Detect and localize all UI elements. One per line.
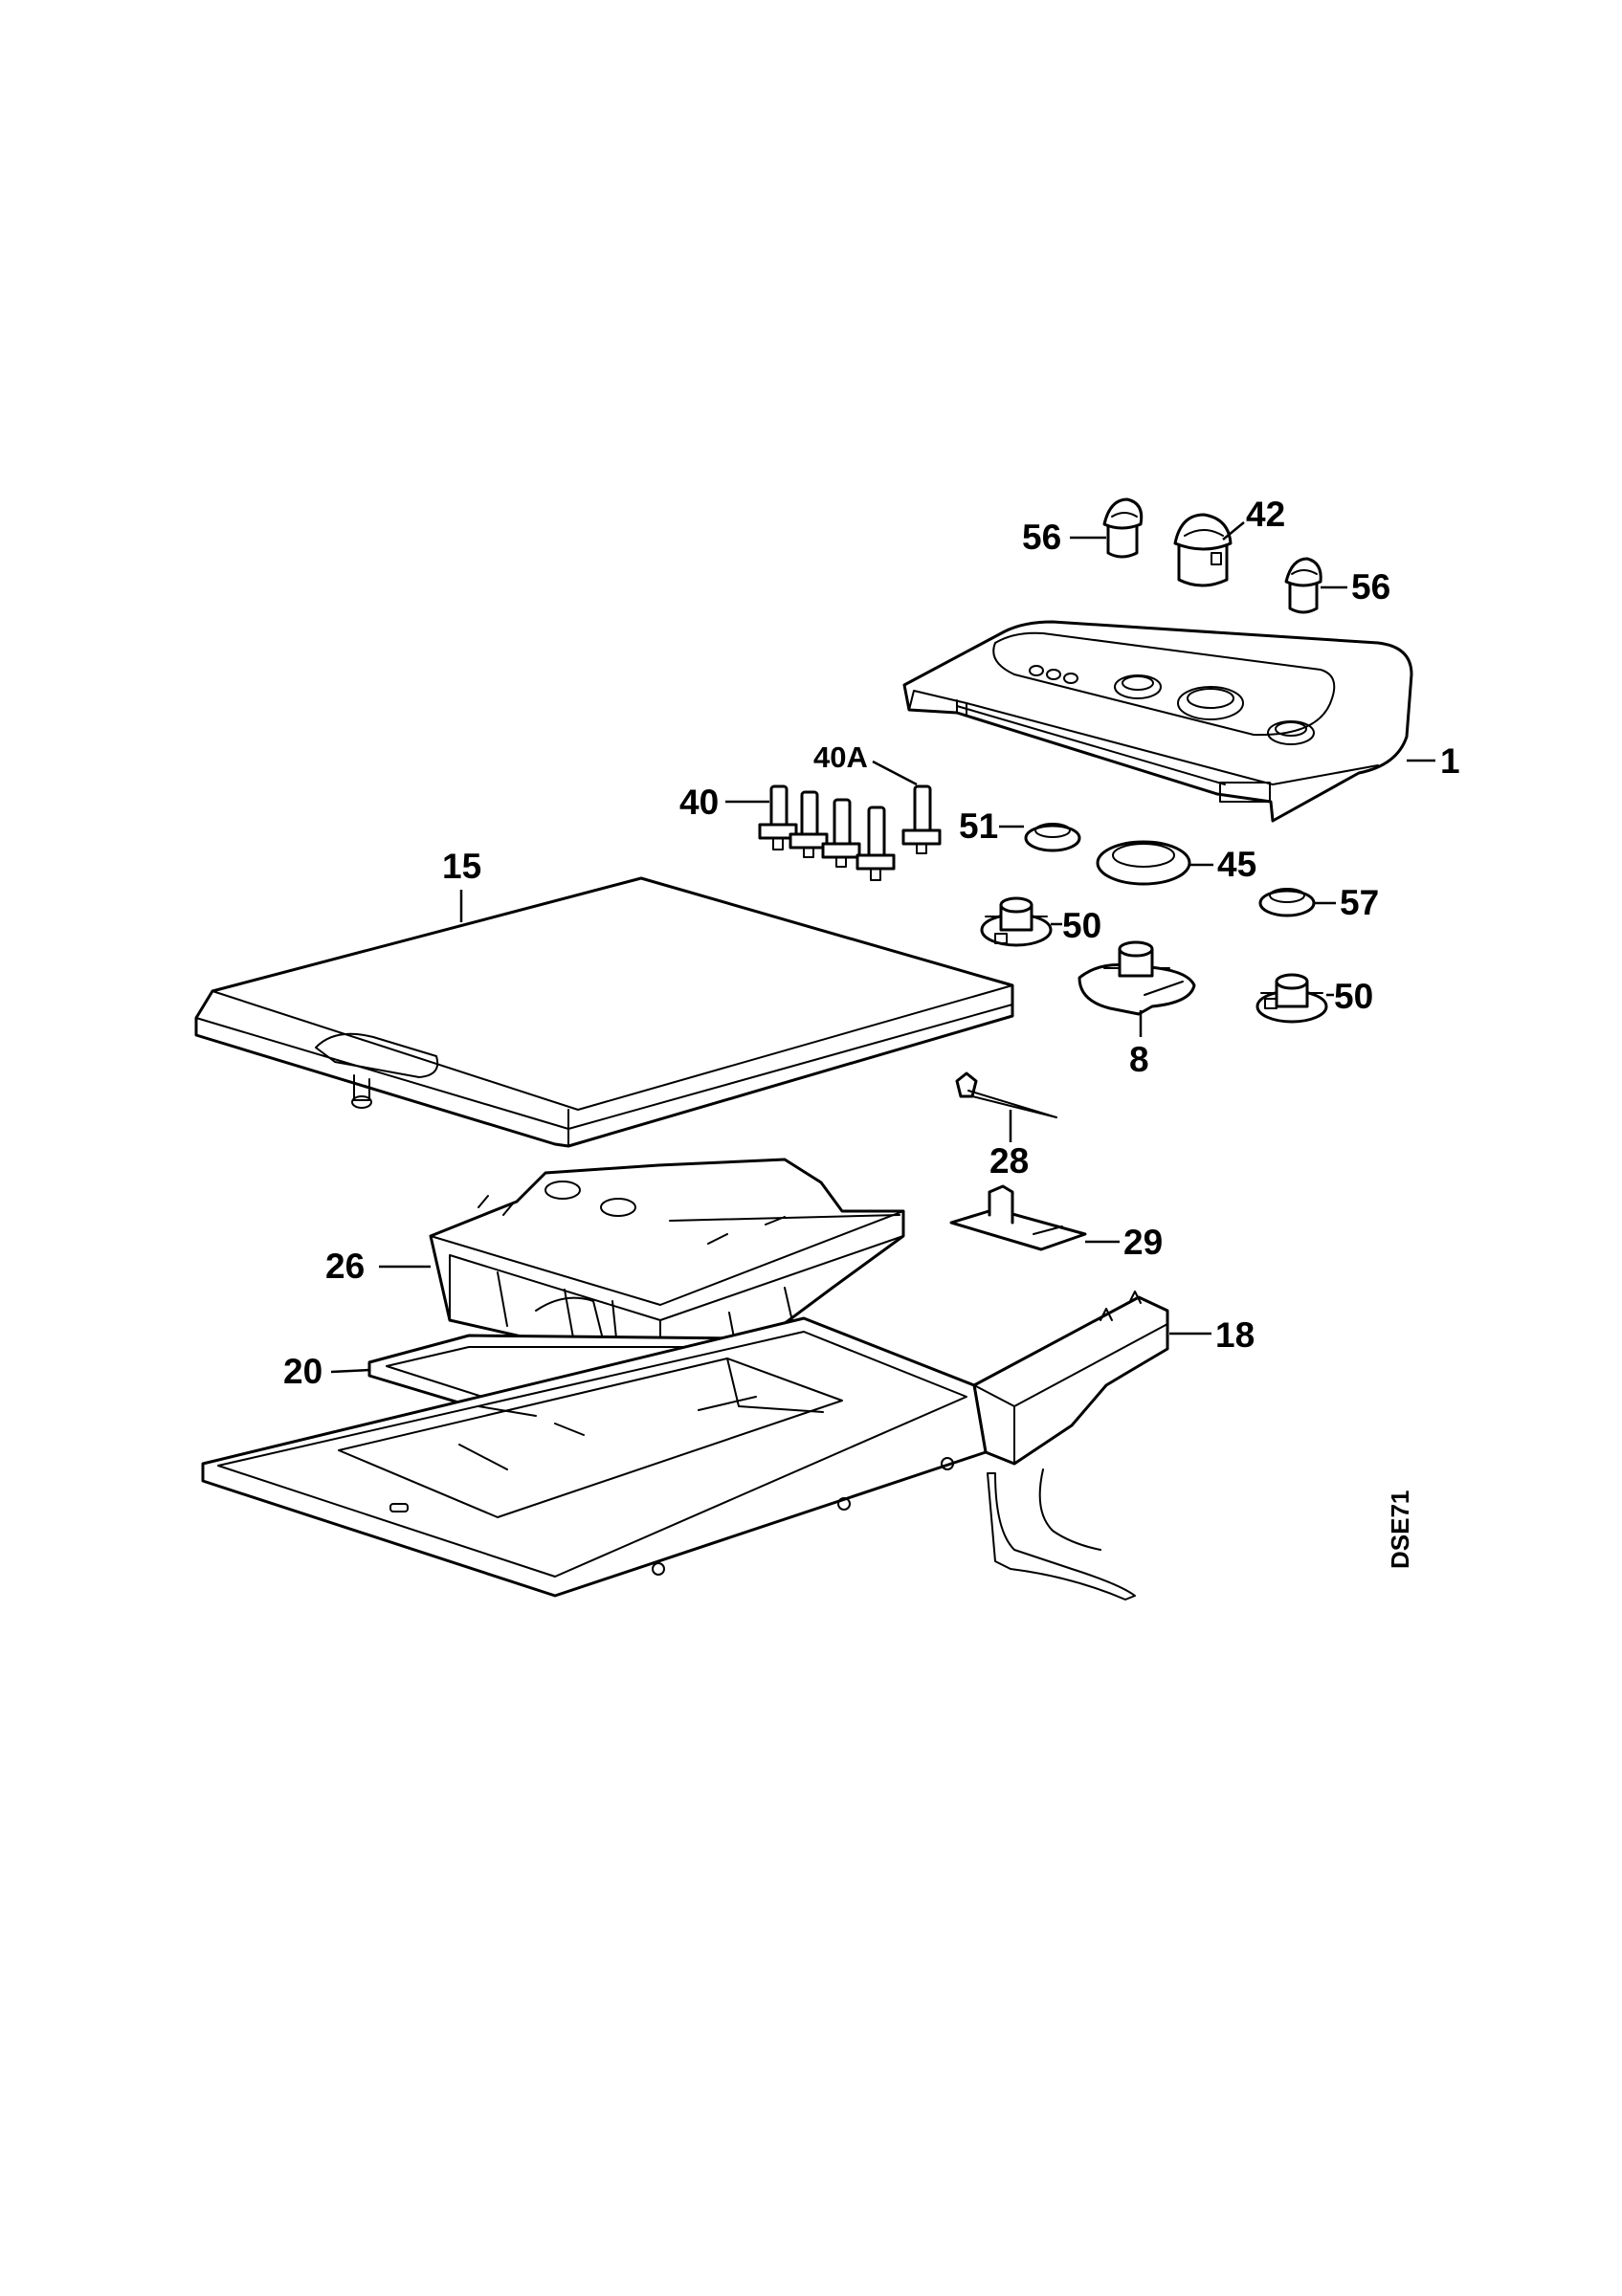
part-45-ring — [1096, 840, 1191, 886]
callout-56-left: 56 — [1022, 518, 1061, 557]
callout-20: 20 — [283, 1352, 322, 1391]
callout-51: 51 — [959, 806, 998, 846]
part-18-frame-bracket — [972, 1291, 1169, 1601]
part-50-switch-lower — [1255, 973, 1328, 1024]
callout-26: 26 — [325, 1247, 365, 1286]
callout-50-upper: 50 — [1062, 906, 1101, 945]
part-8-programme-selector — [1078, 940, 1196, 1016]
callout-15: 15 — [442, 847, 481, 886]
leader-40a — [872, 760, 918, 786]
part-29-bracket — [949, 1184, 1087, 1251]
part-42-main-knob — [1173, 513, 1233, 587]
part-1-control-panel — [902, 620, 1413, 823]
callout-40a: 40A — [813, 740, 868, 774]
callout-57: 57 — [1340, 883, 1379, 922]
part-28-pin — [955, 1071, 1057, 1118]
callout-42: 42 — [1246, 495, 1285, 534]
part-26-detergent-dispenser — [429, 1158, 905, 1381]
callout-29: 29 — [1123, 1223, 1163, 1262]
callout-1: 1 — [1440, 741, 1460, 781]
part-base-top-frame — [201, 1316, 988, 1598]
leader-20 — [330, 1368, 370, 1374]
part-56-knob-left — [1102, 497, 1144, 559]
part-50-switch-upper — [980, 896, 1053, 947]
callout-28: 28 — [989, 1141, 1029, 1181]
leader-42 — [1222, 521, 1245, 541]
drawing-code: DSE71 — [1386, 1490, 1414, 1569]
callout-8: 8 — [1129, 1040, 1149, 1079]
part-40-push-buttons — [758, 784, 942, 881]
part-51-ring — [1024, 823, 1081, 852]
part-56-knob-right — [1284, 557, 1322, 614]
callout-45: 45 — [1217, 845, 1256, 884]
part-15-top-lid — [194, 876, 1014, 1148]
callout-18: 18 — [1215, 1315, 1255, 1355]
part-57-ring — [1258, 888, 1316, 917]
callout-40: 40 — [679, 783, 719, 822]
callout-56-right: 56 — [1351, 567, 1390, 607]
callout-50-lower: 50 — [1334, 977, 1373, 1016]
